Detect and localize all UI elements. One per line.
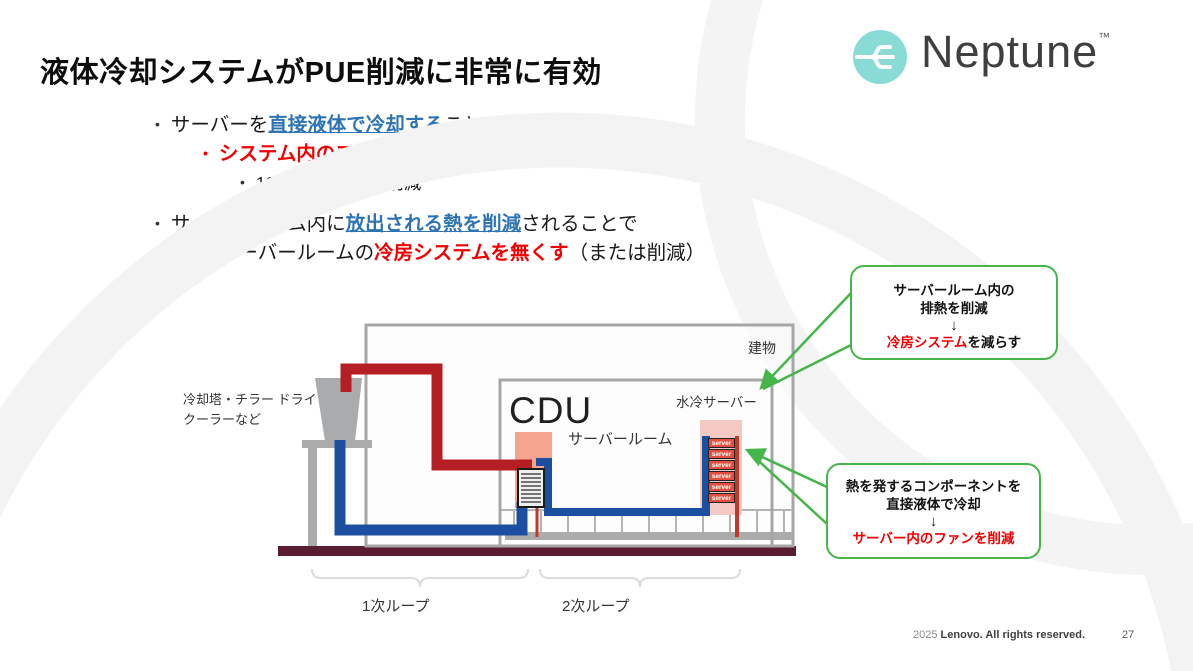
bullet-item-2a: サーバールームの冷房システムを無くす（または削減） [203,236,705,265]
primary-loop-label: 1次ループ [362,598,430,615]
trademark-symbol: ™ [1098,30,1112,44]
raised-floor-support [505,532,793,540]
callout-pointer-lines [744,292,852,525]
building-label: 建物 [748,340,776,356]
cooling-tower [315,378,362,441]
down-arrow-icon: ↓ [950,317,958,334]
server-unit: server [708,460,735,470]
server-room-label: サーバールーム [568,431,673,448]
highlighted-link-text: 直接液体で冷却する [268,114,444,136]
server-unit: server [708,482,735,492]
neptune-logo-icon [853,30,907,84]
cooling-tower-label-line1: 冷却塔・チラー ドライ [183,392,317,407]
secondary-loop-label: 2次ループ [562,598,630,615]
page-title: 液体冷却システムがPUE削減に非常に有効 [40,57,602,90]
copyright-text: 2025 Lenovo. All rights reserved. [913,629,1086,641]
highlighted-link-text: 放出される熱を削減 [345,213,522,235]
server-unit: server [708,493,735,503]
server-unit: server [708,438,735,448]
neptune-logo-wordmark: Neptune™ [921,26,1112,77]
loop-braces [311,568,741,588]
tower-table-leg [308,448,317,546]
cdu-label: CDU [509,390,593,431]
ground-floor [278,546,796,556]
callout-direct-cooling: 熱を発するコンポーネントを 直接液体で冷却 ↓ サーバー内のファンを削減 [826,463,1041,559]
cdu-heat-exchanger [517,468,545,508]
cold-pipe-primary [334,440,528,536]
callout-room-heat: サーバールーム内の 排熱を削減 ↓ 冷房システムを減らす [850,265,1058,360]
down-arrow-icon: ↓ [929,513,938,530]
hot-pipe-primary [340,363,532,471]
server-unit: server [708,471,735,481]
water-cooled-server-label: 水冷サーバー [676,395,757,410]
cooling-tower-label-line2: クーラーなど [183,412,262,427]
server-unit: server [708,449,735,459]
page-number: 27 [1122,629,1135,641]
